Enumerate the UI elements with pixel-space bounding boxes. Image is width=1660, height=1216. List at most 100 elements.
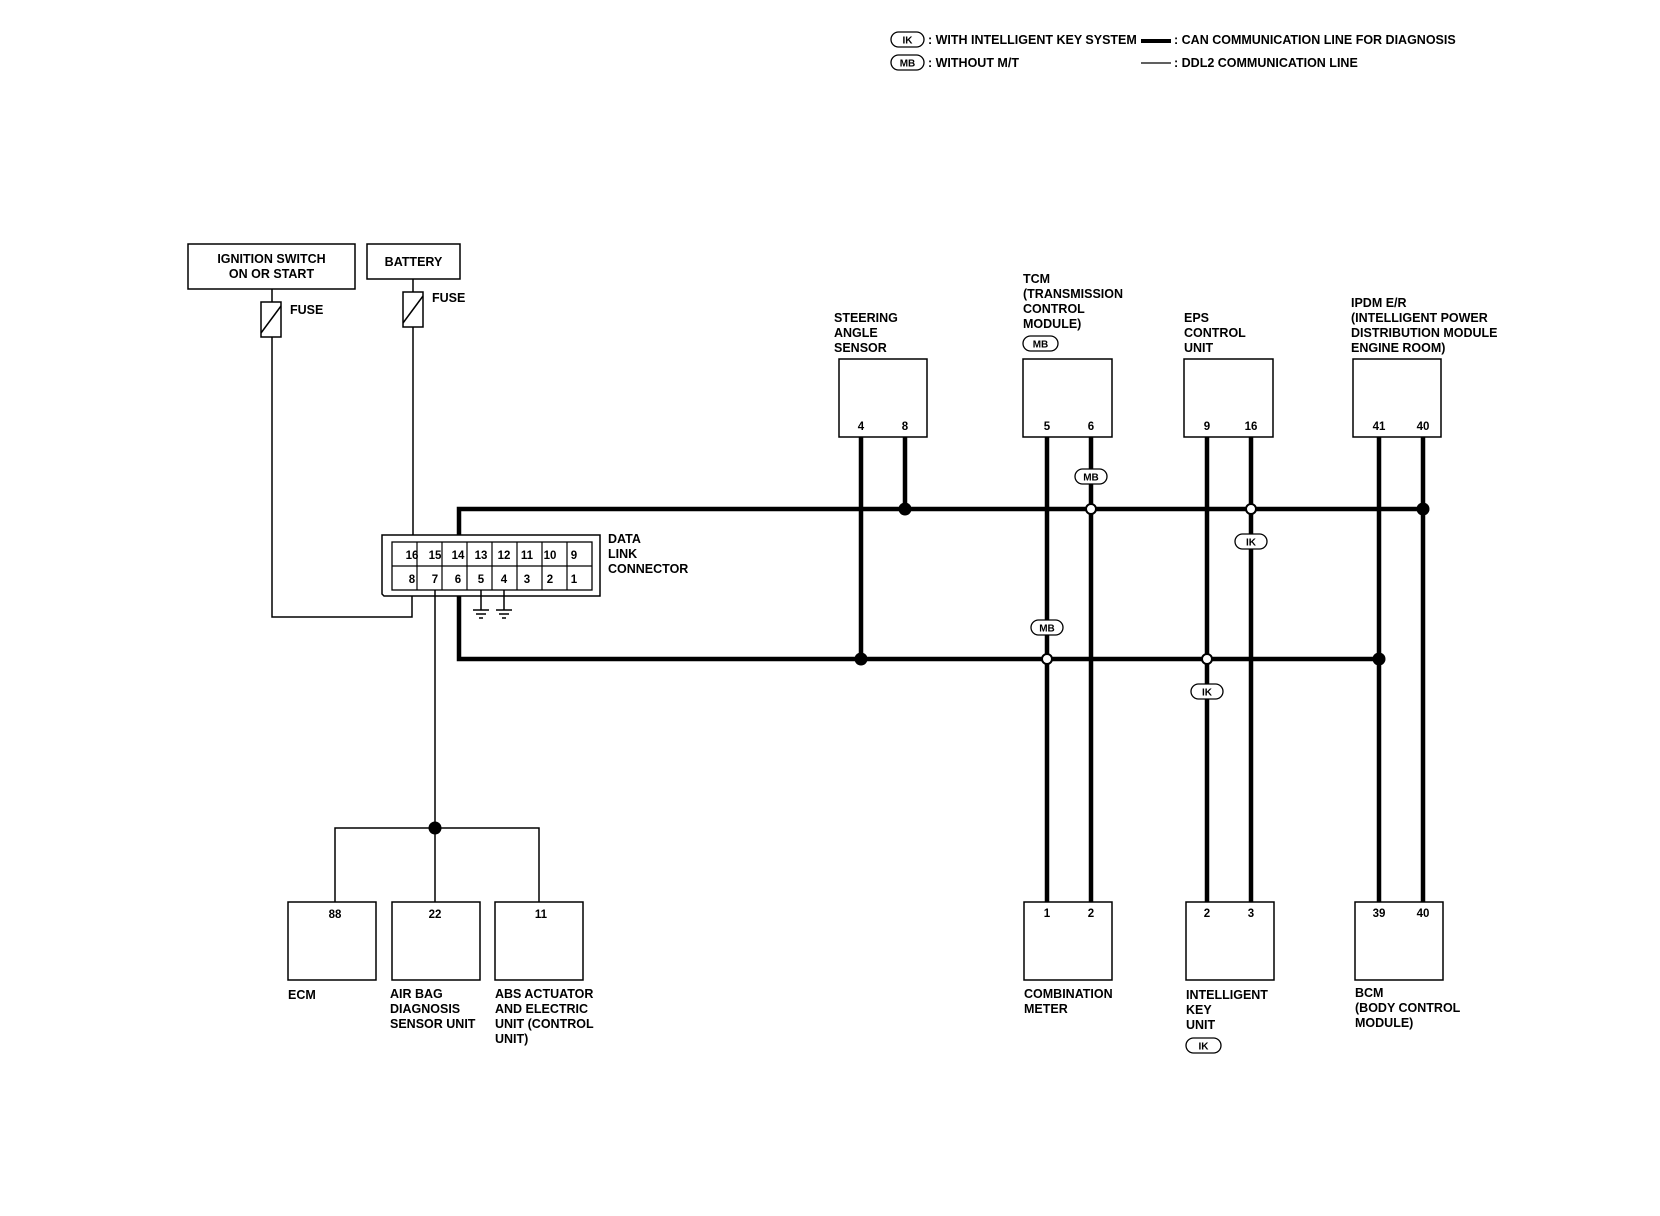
svg-text:IK: IK bbox=[1246, 538, 1257, 549]
legend-ik-text: : WITH INTELLIGENT KEY SYSTEM bbox=[928, 33, 1137, 47]
svg-text:IPDM E/R: IPDM E/R bbox=[1351, 296, 1407, 310]
abs-actuator-label: ABS ACTUATOR AND ELECTRIC UNIT (CONTROL … bbox=[495, 987, 594, 1046]
dlc-pin-1: 1 bbox=[571, 574, 578, 586]
ipdm-box: 41 40 bbox=[1352, 358, 1442, 438]
svg-text:SENSOR: SENSOR bbox=[834, 341, 887, 355]
svg-text:STEERING: STEERING bbox=[834, 311, 898, 325]
airbag-diagnosis-sensor-unit-box: 22 bbox=[391, 901, 481, 981]
svg-text:2: 2 bbox=[1204, 908, 1210, 920]
ignition-switch-box: IGNITION SWITCH ON OR START bbox=[187, 243, 356, 290]
svg-text:ON OR START: ON OR START bbox=[229, 267, 315, 281]
svg-text:40: 40 bbox=[1417, 908, 1430, 920]
abs-actuator-box: 11 bbox=[494, 901, 584, 981]
svg-text:1: 1 bbox=[1044, 908, 1051, 920]
svg-text:(TRANSMISSION: (TRANSMISSION bbox=[1023, 287, 1123, 301]
legend-mb-badge: MB bbox=[890, 54, 925, 71]
intelligent-key-ik-badge: IK bbox=[1185, 1037, 1222, 1054]
ignition-fuse-label: FUSE bbox=[290, 303, 323, 317]
svg-text:16: 16 bbox=[1245, 421, 1258, 433]
dlc-pin-10: 10 bbox=[544, 550, 557, 562]
svg-text:DATA: DATA bbox=[608, 532, 641, 546]
dlc-pin-6: 6 bbox=[455, 574, 461, 586]
can-junctions bbox=[854, 502, 1430, 666]
tcm-box: 5 6 bbox=[1022, 358, 1113, 438]
svg-text:EPS: EPS bbox=[1184, 311, 1209, 325]
legend-can-text: : CAN COMMUNICATION LINE FOR DIAGNOSIS bbox=[1174, 33, 1456, 47]
svg-text:40: 40 bbox=[1417, 421, 1430, 433]
svg-text:22: 22 bbox=[429, 909, 442, 921]
dlc-pin-16: 16 bbox=[406, 550, 419, 562]
airbag-diagnosis-sensor-unit-label: AIR BAG DIAGNOSIS SENSOR UNIT bbox=[390, 987, 476, 1031]
line-badge-mb-bottom: MB bbox=[1030, 619, 1064, 636]
svg-text:IK: IK bbox=[1199, 1042, 1210, 1053]
tcm-label: TCM (TRANSMISSION CONTROL MODULE) bbox=[1023, 272, 1123, 331]
svg-text:COMBINATION: COMBINATION bbox=[1024, 987, 1113, 1001]
svg-text:CONTROL: CONTROL bbox=[1184, 326, 1246, 340]
svg-text:ENGINE ROOM): ENGINE ROOM) bbox=[1351, 341, 1445, 355]
svg-text:CONNECTOR: CONNECTOR bbox=[608, 562, 688, 576]
ground-icon bbox=[473, 590, 489, 619]
svg-text:METER: METER bbox=[1024, 1002, 1068, 1016]
legend-ik-badge: IK bbox=[890, 31, 925, 48]
svg-text:9: 9 bbox=[1204, 421, 1210, 433]
eps-control-unit-label: EPS CONTROL UNIT bbox=[1184, 311, 1246, 355]
battery-fuse-label: FUSE bbox=[432, 291, 465, 305]
svg-text:DISTRIBUTION MODULE: DISTRIBUTION MODULE bbox=[1351, 326, 1498, 340]
can-low-bus bbox=[456, 594, 1379, 662]
ecm-label: ECM bbox=[288, 988, 316, 1002]
svg-text:AND ELECTRIC: AND ELECTRIC bbox=[495, 1002, 588, 1016]
dlc-pin-15: 15 bbox=[429, 550, 442, 562]
svg-text:(BODY CONTROL: (BODY CONTROL bbox=[1355, 1001, 1461, 1015]
svg-text:39: 39 bbox=[1373, 908, 1386, 920]
legend: IK : WITH INTELLIGENT KEY SYSTEM MB : WI… bbox=[890, 31, 1456, 71]
svg-text:41: 41 bbox=[1373, 421, 1386, 433]
tcm-mb-badge: MB bbox=[1022, 335, 1059, 352]
svg-text:TCM: TCM bbox=[1023, 272, 1050, 286]
svg-text:SENSOR UNIT: SENSOR UNIT bbox=[390, 1017, 476, 1031]
bcm-box: 39 40 bbox=[1354, 901, 1444, 981]
svg-text:IGNITION SWITCH: IGNITION SWITCH bbox=[217, 252, 325, 266]
connector-pin-cells bbox=[416, 542, 568, 590]
dlc-pin-8: 8 bbox=[409, 574, 416, 586]
svg-text:CONTROL: CONTROL bbox=[1023, 302, 1085, 316]
ignition-fuse-symbol bbox=[260, 301, 282, 338]
intelligent-key-unit-box: 2 3 bbox=[1185, 901, 1275, 981]
battery-box: BATTERY bbox=[366, 243, 461, 280]
svg-text:MB: MB bbox=[1083, 473, 1099, 484]
svg-text:AIR BAG: AIR BAG bbox=[390, 987, 443, 1001]
svg-text:11: 11 bbox=[535, 909, 548, 921]
svg-text:INTELLIGENT: INTELLIGENT bbox=[1186, 988, 1268, 1002]
svg-text:MODULE): MODULE) bbox=[1355, 1016, 1413, 1030]
svg-text:MB: MB bbox=[1039, 624, 1055, 635]
svg-text:6: 6 bbox=[1088, 421, 1094, 433]
combination-meter-box: 1 2 bbox=[1023, 901, 1113, 981]
svg-text:8: 8 bbox=[902, 421, 909, 433]
ignition-wire bbox=[271, 337, 413, 618]
legend-ddl-text: : DDL2 COMMUNICATION LINE bbox=[1174, 56, 1358, 70]
ground-icon bbox=[496, 590, 512, 619]
line-badge-ik-top: IK bbox=[1234, 533, 1268, 550]
steering-angle-sensor-box: 4 8 bbox=[838, 358, 928, 438]
eps-control-unit-box: 9 16 bbox=[1183, 358, 1274, 438]
svg-text:UNIT): UNIT) bbox=[495, 1032, 528, 1046]
ddl2-junction bbox=[428, 821, 442, 835]
dlc-pin-14: 14 bbox=[452, 550, 465, 562]
svg-text:5: 5 bbox=[1044, 421, 1051, 433]
dlc-pin-2: 2 bbox=[547, 574, 553, 586]
svg-text:DIAGNOSIS: DIAGNOSIS bbox=[390, 1002, 460, 1016]
svg-text:(INTELLIGENT POWER: (INTELLIGENT POWER bbox=[1351, 311, 1488, 325]
steering-angle-sensor-label: STEERING ANGLE SENSOR bbox=[834, 311, 898, 355]
data-link-connector: 16 15 14 13 12 11 10 9 8 7 6 5 4 3 2 1 bbox=[381, 534, 601, 597]
dlc-pin-7: 7 bbox=[432, 574, 438, 586]
data-link-connector-label: DATA LINK CONNECTOR bbox=[608, 532, 688, 576]
line-badge-mb-top: MB bbox=[1074, 468, 1108, 485]
svg-text:ANGLE: ANGLE bbox=[834, 326, 878, 340]
svg-text:2: 2 bbox=[1088, 908, 1094, 920]
can-high-bus bbox=[456, 506, 1423, 544]
svg-text:UNIT: UNIT bbox=[1184, 341, 1214, 355]
svg-text:UNIT (CONTROL: UNIT (CONTROL bbox=[495, 1017, 594, 1031]
dlc-pin-4: 4 bbox=[501, 574, 508, 586]
svg-text:BATTERY: BATTERY bbox=[385, 255, 443, 269]
svg-text:LINK: LINK bbox=[608, 547, 637, 561]
